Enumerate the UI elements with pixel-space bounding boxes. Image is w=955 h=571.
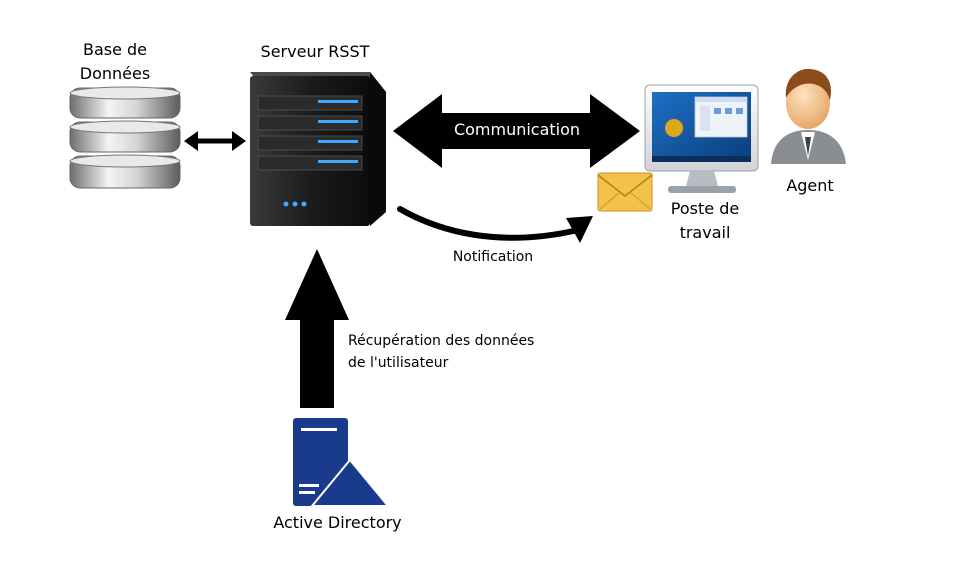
server-status-leds — [283, 201, 307, 207]
communication-arrow — [393, 94, 640, 168]
database-label-line1: Base de — [82, 40, 148, 59]
server-drive-bay — [257, 95, 363, 111]
windows-logo-icon — [665, 119, 683, 137]
server-drive-bay — [257, 135, 363, 151]
communication-label: Communication — [453, 120, 581, 139]
workstation-icon — [644, 84, 759, 193]
server-drive-bay — [257, 155, 363, 171]
user-data-label-line2: de l'utilisateur — [348, 355, 449, 371]
user-data-arrow — [285, 249, 349, 408]
workstation-label-line1: Poste de — [670, 199, 740, 218]
db-server-link-arrow — [184, 131, 246, 151]
server-icon — [250, 72, 386, 226]
agent-label: Agent — [786, 176, 834, 195]
user-data-label-line1: Récupération des données — [348, 333, 535, 349]
database-disk — [69, 120, 181, 153]
database-disk — [69, 154, 181, 189]
workstation-label-line2: travail — [679, 223, 731, 242]
envelope-icon — [597, 172, 653, 212]
notification-label: Notification — [452, 249, 534, 265]
workstation-label: Poste de travail — [650, 197, 760, 245]
database-label-line2: Données — [79, 64, 151, 83]
server-drive-bay — [257, 115, 363, 131]
agent-avatar-icon — [771, 68, 846, 164]
server-label: Serveur RSST — [260, 42, 370, 61]
database-label: Base de Données — [65, 38, 165, 86]
database-disk — [69, 86, 181, 119]
user-data-label: Récupération des données de l'utilisateu… — [348, 330, 534, 374]
active-directory-label: Active Directory — [273, 513, 402, 532]
notification-arrow — [397, 206, 593, 243]
active-directory-icon — [293, 418, 391, 507]
database-icon — [69, 86, 181, 189]
